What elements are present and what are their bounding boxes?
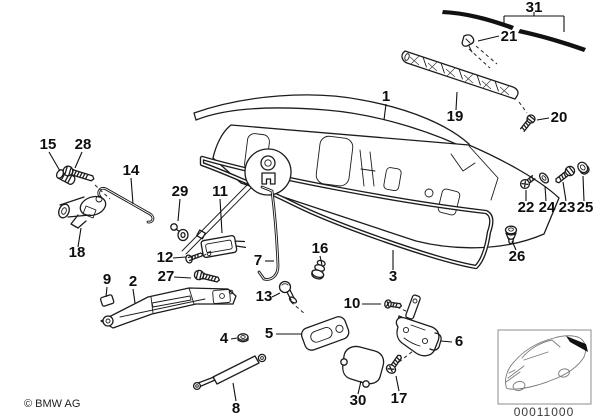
trunk-highlight: [566, 336, 588, 352]
detail-balloon: [244, 148, 292, 196]
callout-8: 8: [232, 400, 240, 417]
nut-drawing: [237, 333, 249, 343]
callout-14: 14: [123, 162, 140, 179]
torsion-bar-lines: [181, 180, 256, 255]
hinge-bolt-drawing: [193, 269, 221, 283]
body-rivet-drawing: [519, 175, 536, 190]
striker-drawing: [300, 316, 350, 351]
callout-4: 4: [220, 330, 229, 347]
lock-rod-drawing: [257, 185, 280, 281]
switch-screw-drawing: [185, 252, 204, 264]
callout-13: 13: [256, 288, 273, 305]
trunk-seal-drawing: [199, 155, 494, 270]
vehicle-thumbnail-box: 00011000: [497, 329, 592, 419]
callout-24: 24: [539, 199, 556, 216]
expanding-clip-drawing: [504, 225, 518, 245]
trunk-hinge-drawing: [100, 287, 237, 329]
lock-cylinder-drawing: [58, 195, 107, 229]
bolt-and-sleeve-drawing: [170, 223, 189, 242]
callout-18: 18: [69, 244, 86, 261]
callout-26: 26: [509, 248, 526, 265]
callout-28: 28: [75, 136, 92, 153]
callout-labels: 1 2 3 4 5 6 7 8 9 10 11 12 13 14 15 16 1…: [40, 0, 594, 417]
callout-30: 30: [350, 392, 367, 409]
latch-cover-drawing: [340, 345, 385, 388]
trunk-latch-drawing: [395, 294, 442, 357]
hex-bolt-drawing: [62, 165, 95, 182]
washer-drawing: [538, 172, 550, 184]
callout-11: 11: [212, 183, 228, 200]
callout-20: 20: [551, 109, 568, 126]
callout-6: 6: [455, 333, 463, 350]
assembly-dashed-lines: [94, 45, 528, 363]
cap-nut-drawing: [577, 161, 590, 175]
callout-7: 7: [254, 252, 262, 269]
screw-drawing: [555, 165, 576, 184]
callout-leader-lines: [48, 35, 585, 402]
callout-15: 15: [40, 136, 57, 153]
callout-21: 21: [501, 28, 518, 45]
copyright-text: © BMW AG: [24, 398, 80, 410]
callout-12: 12: [157, 249, 174, 266]
gas-strut-drawing: [192, 353, 267, 391]
rubber-buffer-drawing: [311, 259, 326, 280]
callout-31: 31: [526, 0, 543, 16]
callout-19: 19: [447, 108, 464, 125]
trim-screw-drawing: [519, 114, 536, 133]
cover-cap-drawing: [99, 294, 115, 307]
callout-9: 9: [103, 271, 111, 288]
diagram-number: 00011000: [514, 405, 575, 419]
callout-23: 23: [559, 199, 576, 216]
callout-10: 10: [344, 295, 361, 312]
micro-switch-drawing: [196, 229, 247, 259]
callout-27: 27: [158, 268, 175, 285]
torsion-rod-drawing: [97, 186, 155, 224]
latch-screw-drawing: [384, 299, 403, 309]
countersunk-screw-drawing: [385, 354, 403, 374]
callout-29: 29: [172, 183, 189, 200]
spoiler-clip-drawing: [461, 34, 475, 53]
grip-strip-drawing: [401, 50, 519, 100]
spoiler-strips-drawing: [442, 10, 586, 52]
callout-22: 22: [518, 199, 535, 216]
callout-2: 2: [129, 273, 137, 290]
vehicle-sketch: [505, 335, 588, 392]
callout-16: 16: [312, 240, 329, 257]
callout-25: 25: [577, 199, 594, 216]
ball-stud-drawing: [278, 280, 298, 304]
callout-17: 17: [391, 390, 408, 407]
callout-3: 3: [389, 268, 397, 285]
callout-5: 5: [265, 325, 273, 342]
callout-1: 1: [382, 88, 390, 105]
